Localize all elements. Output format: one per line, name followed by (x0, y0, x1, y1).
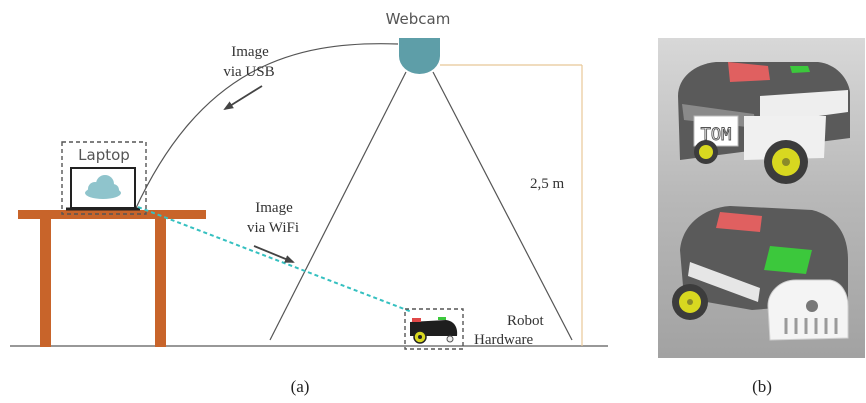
panel-b: TOM (658, 38, 865, 396)
laptop-dashed-box (61, 141, 147, 215)
image-wifi-label-1: Image (255, 200, 293, 216)
fov-line-left (269, 71, 407, 341)
fov-line-right (432, 71, 573, 341)
height-label: 2,5 m (530, 176, 565, 192)
webcam-label: Webcam (386, 10, 451, 28)
wifi-arrow (253, 245, 295, 263)
image-wifi-label-2: via WiFi (247, 220, 299, 236)
robot-dashed-box (404, 308, 464, 350)
robot-label-1: Robot (507, 313, 545, 329)
usb-arc (134, 43, 399, 211)
webcam-icon (399, 38, 440, 74)
robot-label-2: Hardware (474, 332, 533, 348)
height-marker (440, 64, 583, 346)
robot-render-top: TOM (678, 62, 850, 184)
robot-icon (404, 308, 464, 350)
cloud-icon (85, 175, 121, 199)
image-usb-label-2: via USB (223, 64, 274, 80)
panel-a: 2,5 m Webcam Image via USB (10, 10, 608, 396)
caption-a: (a) (291, 377, 310, 396)
table (18, 210, 206, 347)
caption-b: (b) (752, 377, 772, 396)
image-usb-label-1: Image (231, 44, 269, 60)
usb-arrow (223, 85, 263, 111)
laptop (61, 141, 147, 215)
laptop-label: Laptop (78, 146, 130, 164)
webcam (399, 38, 440, 74)
robot-render-bottom (672, 206, 849, 341)
